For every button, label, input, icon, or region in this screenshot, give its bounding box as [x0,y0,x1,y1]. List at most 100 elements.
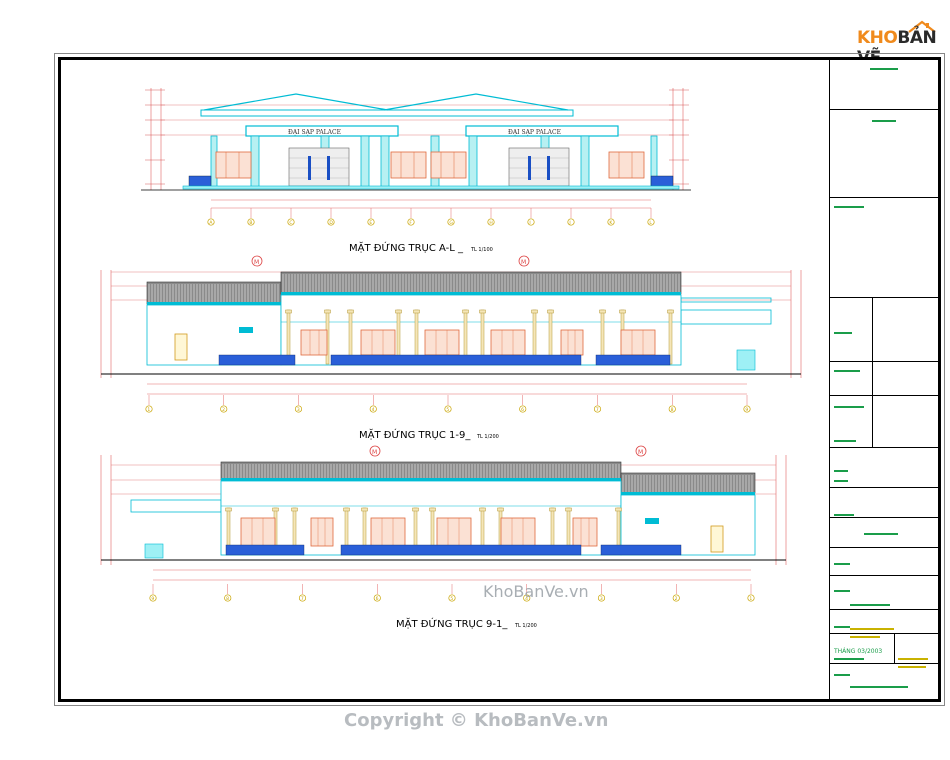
tb-placeholder-text [834,68,928,688]
tb-row-date: THÁNG 03/2003 [830,634,939,664]
axis-label: 3 [297,407,300,413]
axis-bubble [373,594,381,602]
tb-row-stage [830,488,939,518]
axis-bubble [487,218,495,226]
axis-label: 9 [745,407,748,413]
axis-label: 3 [600,596,603,602]
axis-label: 9 [151,596,154,602]
axis-label: B [249,220,252,226]
axis-bubble [597,594,606,602]
axis-bubble [224,594,232,602]
axis-label: 4 [525,596,528,602]
axis-label: H [489,220,492,226]
axis-bubble [523,594,531,602]
axis-bubble [607,218,615,226]
tb-row-title [830,576,939,610]
axis-bubble [287,218,295,226]
tb-row-client [830,60,939,110]
tb-row-sheet [830,610,939,634]
axis-bubble [207,218,215,226]
sheet-outer-border [54,53,945,706]
axis-label: D [329,220,333,226]
axis-label: C [289,220,292,226]
axis-bubble [672,594,680,602]
axis-bubble [747,594,755,602]
logo: KHOBẢN VẼ [852,20,942,68]
tb-row-check [830,362,939,396]
axis-bubble [519,405,527,413]
axis-label: A [209,220,213,226]
axis-bubble [527,218,535,226]
axis-label: 1 [147,407,150,413]
caption-9-1: MẶT ĐỨNG TRỤC 9-1_ [396,617,508,630]
axis-label: 7 [301,596,304,602]
tb-divider-2 [894,634,895,664]
axis-label: E [369,220,372,226]
axis-bubble [444,405,452,413]
axis-bubble [220,405,228,413]
axis-bubble [149,594,157,602]
tb-row-owner [830,198,939,298]
sign-left: ĐẠI SẠP PALACE [288,129,341,136]
grid-marker-m3: M [372,449,377,456]
axis-label: F [409,220,412,226]
axis-bubble [448,594,456,602]
axis-bubble [447,218,455,226]
axis-bubble [647,218,655,226]
tb-row-work [830,548,939,576]
axis-label: 7 [596,407,599,413]
axis-label: J [568,220,570,226]
sign-right: ĐẠI SẠP PALACE [508,129,561,136]
axis-bubble [668,405,676,413]
scale-a-l: TL 1/100 [470,247,493,253]
logo-part-1: KHO [857,28,898,48]
title-block: THÁNG 03/2003 [829,60,939,699]
drawing-sheet [58,57,941,702]
caption-1-9: MẶT ĐỨNG TRỤC 1-9_ [359,428,471,441]
elevation-a-l: ĐẠI SẠP PALACE ĐẠI SẠP PALACE [141,88,691,209]
axis-label: 1 [749,596,752,602]
axis-label: 6 [521,407,524,413]
axis-bubble [567,218,575,226]
tb-row-manage [830,396,939,448]
axis-bubble [367,218,375,226]
tb-divider [872,298,873,448]
axis-bubble [298,594,307,602]
grid-marker-m4: M [638,449,643,456]
axis-label: 6 [376,596,379,602]
grid-marker-m2: M [521,259,526,266]
scale-1-9: TL 1/200 [476,434,499,440]
grid-marker-m1: M [254,259,259,266]
tb-row-item [830,518,939,548]
tb-row-project [830,110,939,198]
axis-markers-bot: 9 8 7 6 5 4 3 2 1 [149,584,755,602]
axis-bubble [743,405,751,413]
axis-label: 8 [671,407,674,413]
axis-label: 2 [222,407,225,413]
axis-markers-top: A B C D E F G H I J K L [207,208,655,226]
axis-bubble [369,405,377,413]
axis-bubble [407,218,415,226]
axis-markers-mid: 1 2 3 4 5 6 7 8 9 [145,395,751,413]
axis-label: 5 [446,407,449,413]
copyright-text: Copyright © KhoBanVe.vn [344,710,609,731]
axis-label: K [609,220,613,226]
axis-label: I [529,220,530,226]
axis-label: G [449,220,453,226]
axis-bubble [247,218,255,226]
house-roof-icon [908,20,936,33]
scale-9-1: TL 1/200 [514,623,537,629]
axis-label: 8 [226,596,229,602]
axis-label: L [649,220,652,226]
axis-label: 4 [372,407,375,413]
elevation-1-9: M M [100,255,802,395]
axis-label: 2 [675,596,678,602]
watermark: KhoBanVe.vn [483,582,589,601]
axis-label: 5 [450,596,453,602]
caption-a-l: MẶT ĐỨNG TRỤC A-L _ [349,241,464,254]
elevation-9-1: M M [100,445,787,581]
tb-date: THÁNG 03/2003 [834,648,883,655]
axis-bubble [145,405,153,413]
axis-bubble [327,218,335,226]
elevation-drawings: ĐẠI SẠP PALACE ĐẠI SẠP PALACE [100,88,802,630]
